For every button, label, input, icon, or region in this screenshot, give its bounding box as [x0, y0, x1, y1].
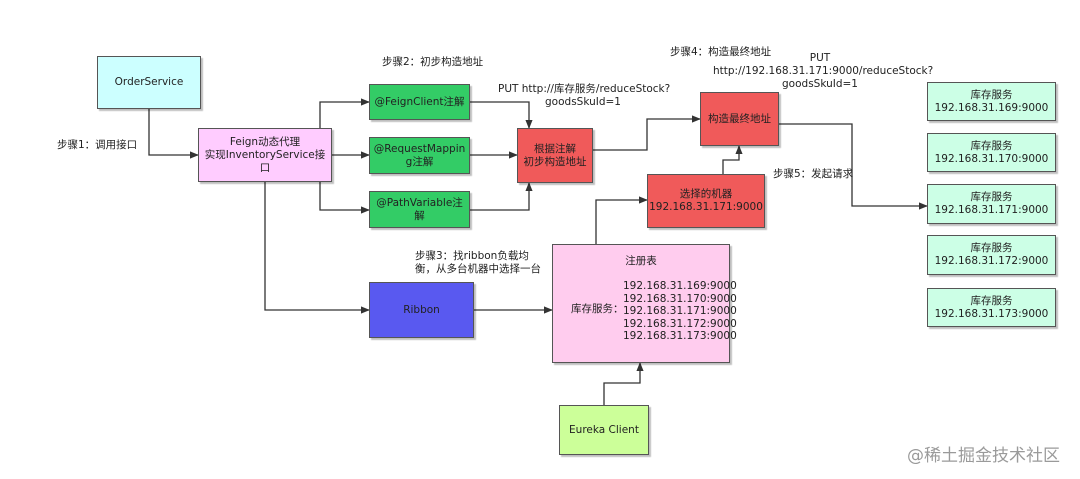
path-variable-node: @PathVariable注 解	[369, 191, 470, 228]
request-mapping-line-1: @RequestMappin	[373, 142, 466, 155]
feign-proxy-line-2: 实现InventoryService接	[204, 148, 326, 161]
parse-annotation-line-2: 初步构造地址	[523, 155, 587, 168]
feign-client-node: @FeignClient注解	[369, 84, 470, 120]
eureka-client-node: Eureka Client	[559, 405, 649, 455]
inventory-ip: 192.168.31.171:9000	[934, 204, 1049, 216]
edge-order-to-feign	[148, 109, 199, 159]
selected-machine-line-1: 选择的机器	[679, 188, 733, 200]
watermark: @稀土掘金技术社区	[907, 446, 1060, 466]
step2-label: 步骤2：初步构造地址	[382, 56, 484, 68]
edge-selected-to-final	[722, 145, 743, 174]
inventory-node: 库存服务 192.168.31.171:9000	[927, 184, 1056, 224]
request-mapping-line-2: g注解	[405, 155, 434, 168]
feign-proxy-line-1: Feign动态代理	[229, 135, 301, 148]
order-service-node: OrderService	[97, 56, 201, 109]
registry-title: 注册表	[625, 255, 657, 267]
registry-service-label: 库存服务：	[571, 303, 624, 315]
selected-machine-line-2: 192.168.31.171:9000	[649, 201, 763, 213]
inventory-ip: 192.168.31.170:9000	[934, 152, 1049, 165]
inventory-name: 库存服务	[970, 191, 1013, 203]
inventory-node: 库存服务 192.168.31.169:9000	[927, 82, 1056, 121]
inventory-name: 库存服务	[970, 242, 1013, 254]
registry-node: 注册表 库存服务： 192.168.31.169:9000 192.168.31…	[552, 244, 737, 363]
step3-label: 步骤3：找ribbon负载均 衡，从多台机器中选择一台	[415, 250, 541, 276]
edge-final-to-inventory	[779, 123, 928, 210]
eureka-client-label: Eureka Client	[569, 423, 639, 436]
feign-proxy-line-3: 口	[259, 161, 271, 174]
registry-ip: 192.168.31.172:9000	[623, 317, 737, 330]
registry-ip-list: 192.168.31.169:9000 192.168.31.170:9000 …	[623, 280, 737, 343]
step4-label: 步骤4：构造最终地址	[670, 46, 772, 58]
put-final-line-1: PUT	[809, 52, 831, 64]
feign-client-label: @FeignClient注解	[374, 95, 465, 108]
feign-proxy-node: Feign动态代理 实现InventoryService接 口	[198, 128, 332, 182]
build-final-address-label: 构造最终地址	[708, 112, 771, 125]
inventory-name: 库存服务	[970, 139, 1013, 152]
step3-line-1: 步骤3：找ribbon负载均	[415, 250, 529, 262]
edge-pathvariable-to-parse	[470, 182, 533, 211]
path-variable-line-1: @PathVariable注	[376, 196, 463, 209]
put-final-label: PUT http://192.168.31.171:9000/reduceSto…	[713, 52, 934, 91]
inventory-name: 库存服务	[970, 294, 1013, 307]
selected-machine-node: 选择的机器 192.168.31.171:9000	[647, 174, 765, 228]
inventory-node: 库存服务 192.168.31.173:9000	[927, 288, 1056, 327]
order-service-label: OrderService	[114, 76, 184, 88]
step3-line-2: 衡，从多台机器中选择一台	[415, 263, 541, 275]
edge-eureka-to-registry	[603, 362, 644, 405]
edge-registry-to-selected	[595, 196, 648, 244]
put-final-line-2: http://192.168.31.171:9000/reduceStock?	[713, 65, 934, 77]
ribbon-node: Ribbon	[369, 282, 474, 338]
parse-annotation-node: 根据注解 初步构造地址	[517, 128, 593, 183]
inventory-ip: 192.168.31.172:9000	[934, 255, 1049, 267]
put-final-line-3: goodsSkuId=1	[782, 78, 858, 90]
put-initial-label: PUT http://库存服务/reduceStock? goodsSkuId=…	[498, 83, 671, 109]
registry-ip: 192.168.31.171:9000	[623, 305, 737, 318]
put-initial-line-2: goodsSkuId=1	[545, 96, 621, 108]
step1-label: 步骤1：调用接口	[57, 139, 138, 151]
build-final-address-node: 构造最终地址	[700, 92, 779, 146]
ribbon-label: Ribbon	[403, 303, 440, 316]
inventory-node: 库存服务 192.168.31.170:9000	[927, 133, 1056, 172]
edge-feign-to-ribbon	[264, 182, 370, 314]
registry-ip: 192.168.31.173:9000	[623, 330, 737, 343]
registry-ip: 192.168.31.169:9000	[623, 280, 737, 292]
put-initial-line-1: PUT http://库存服务/reduceStock?	[498, 83, 671, 95]
step5-label: 步骤5：发起请求	[773, 168, 854, 180]
edge-parse-to-final	[593, 115, 701, 151]
edge-feignclient-to-parse	[470, 101, 533, 129]
inventory-ip: 192.168.31.169:9000	[934, 101, 1049, 114]
parse-annotation-line-1: 根据注解	[534, 142, 576, 155]
registry-ip: 192.168.31.170:9000	[623, 292, 737, 305]
inventory-ip: 192.168.31.173:9000	[934, 307, 1049, 320]
path-variable-line-2: 解	[414, 209, 425, 222]
inventory-node: 库存服务 192.168.31.172:9000	[927, 235, 1056, 275]
request-mapping-node: @RequestMappin g注解	[369, 137, 470, 174]
inventory-name: 库存服务	[970, 88, 1013, 101]
